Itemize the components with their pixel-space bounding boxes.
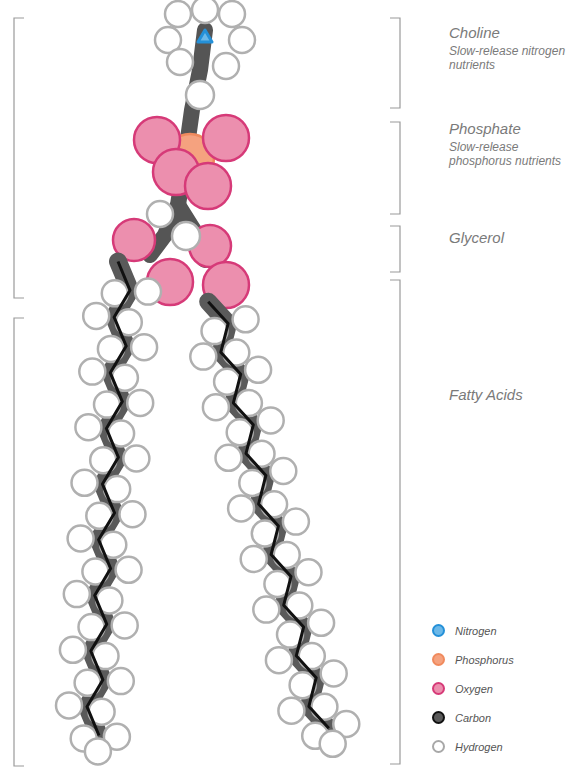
part-name: Choline	[449, 24, 500, 42]
legend-swatch	[432, 682, 445, 695]
legend-swatch	[432, 653, 445, 666]
legend-text: Phosphorus	[455, 654, 514, 666]
legend-text: Oxygen	[455, 683, 493, 695]
legend-row: Phosphorus	[432, 653, 514, 666]
head-atoms	[113, 0, 255, 308]
part-name: Glycerol	[449, 229, 504, 247]
bracket	[14, 18, 400, 766]
legend-row: Nitrogen	[432, 624, 497, 637]
legend-text: Hydrogen	[455, 741, 503, 753]
legend-swatch	[432, 711, 445, 724]
part-name: Phosphate	[449, 120, 521, 138]
part-name: Fatty Acids	[449, 386, 523, 404]
legend-text: Nitrogen	[455, 625, 497, 637]
legend-row: Oxygen	[432, 682, 493, 695]
legend-swatch	[432, 740, 445, 753]
legend-row: Carbon	[432, 711, 491, 724]
legend-swatch	[432, 624, 445, 637]
legend-text: Carbon	[455, 712, 491, 724]
part-note: Slow-release nitrogen nutrients	[449, 44, 577, 73]
legend-row: Hydrogen	[432, 740, 503, 753]
part-note: Slow-release phosphorus nutrients	[449, 140, 577, 169]
fatty-acid-chains	[56, 262, 359, 765]
